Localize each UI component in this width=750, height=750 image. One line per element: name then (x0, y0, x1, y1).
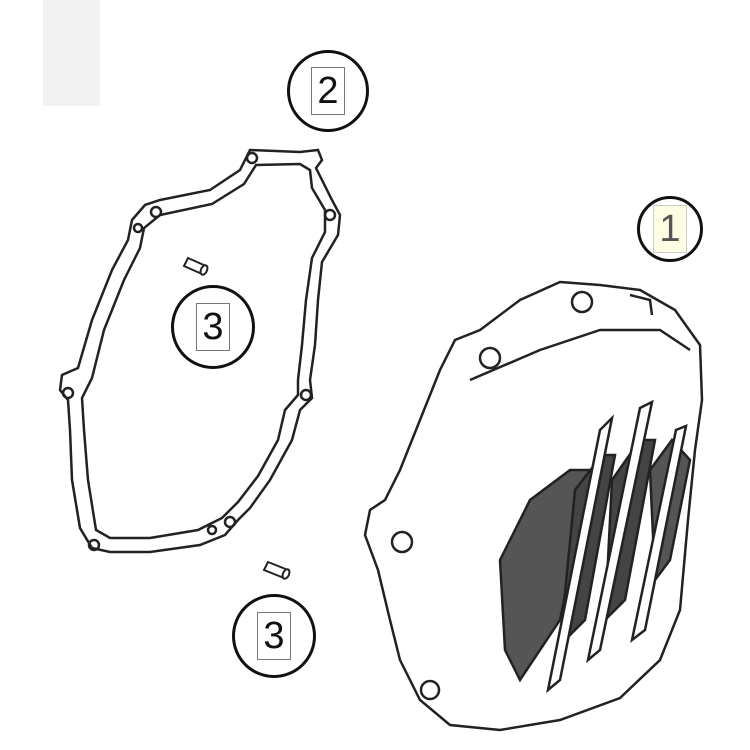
callout-label: 2 (311, 67, 345, 115)
ignition-cover-part (363, 280, 704, 732)
callout-part-3-lower[interactable]: 3 (232, 594, 316, 678)
corner-placeholder-block (43, 0, 100, 106)
dowel-pin-lower (262, 560, 291, 580)
callout-label: 1 (653, 205, 687, 253)
callout-part-2[interactable]: 2 (287, 50, 369, 132)
dowel-pin-upper (182, 256, 209, 276)
callout-part-1[interactable]: 1 (637, 196, 703, 262)
callout-label: 3 (196, 303, 230, 351)
gasket-part (58, 148, 342, 554)
callout-part-3-upper[interactable]: 3 (171, 285, 255, 369)
callout-label: 3 (257, 612, 291, 660)
